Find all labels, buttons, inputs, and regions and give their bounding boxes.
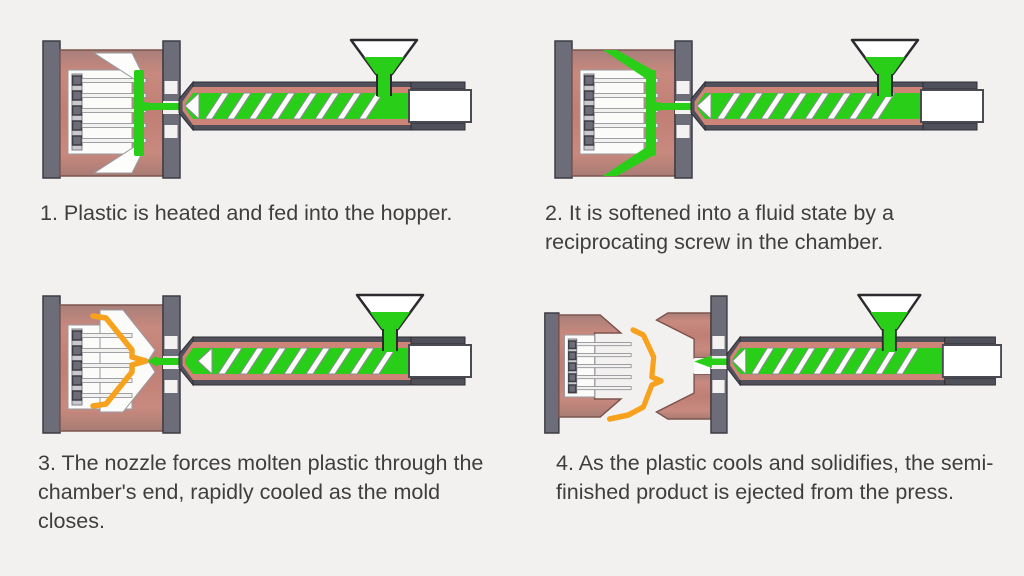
sprue — [134, 70, 144, 156]
sprue — [646, 70, 656, 156]
moving-platen — [554, 40, 573, 179]
cooling-part — [90, 313, 149, 409]
ejected-part — [607, 327, 664, 422]
barrel — [178, 336, 472, 386]
moving-mold-half — [558, 314, 632, 418]
step-3-diagram — [42, 293, 472, 434]
moving-platen — [42, 40, 61, 179]
reciprocating-screw — [696, 91, 896, 121]
mold-assembly — [59, 49, 164, 177]
step-4-caption: 4. As the plastic cools and solidifies, … — [556, 451, 994, 504]
step-4-diagram — [544, 293, 1002, 434]
step-3-caption: 3. The nozzle forces molten plastic thro… — [38, 451, 484, 533]
nozzle-channel — [142, 103, 187, 110]
moving-platen — [544, 312, 560, 434]
step-2-caption: 2. It is softened into a fluid state by … — [545, 201, 894, 254]
reciprocating-screw — [184, 91, 384, 121]
mold-assembly — [571, 49, 676, 177]
reciprocating-screw — [731, 346, 919, 376]
moving-platen — [42, 295, 61, 434]
fixed-mold-half — [655, 312, 712, 420]
nozzle-channel — [710, 358, 728, 365]
step-1-diagram — [42, 38, 472, 179]
nozzle-channel — [654, 103, 699, 110]
step-2-diagram — [554, 38, 984, 179]
mold-assembly — [59, 304, 164, 432]
nozzle-channel — [156, 358, 184, 365]
reciprocating-screw — [197, 346, 397, 376]
step-1-caption: 1. Plastic is heated and fed into the ho… — [40, 201, 453, 225]
